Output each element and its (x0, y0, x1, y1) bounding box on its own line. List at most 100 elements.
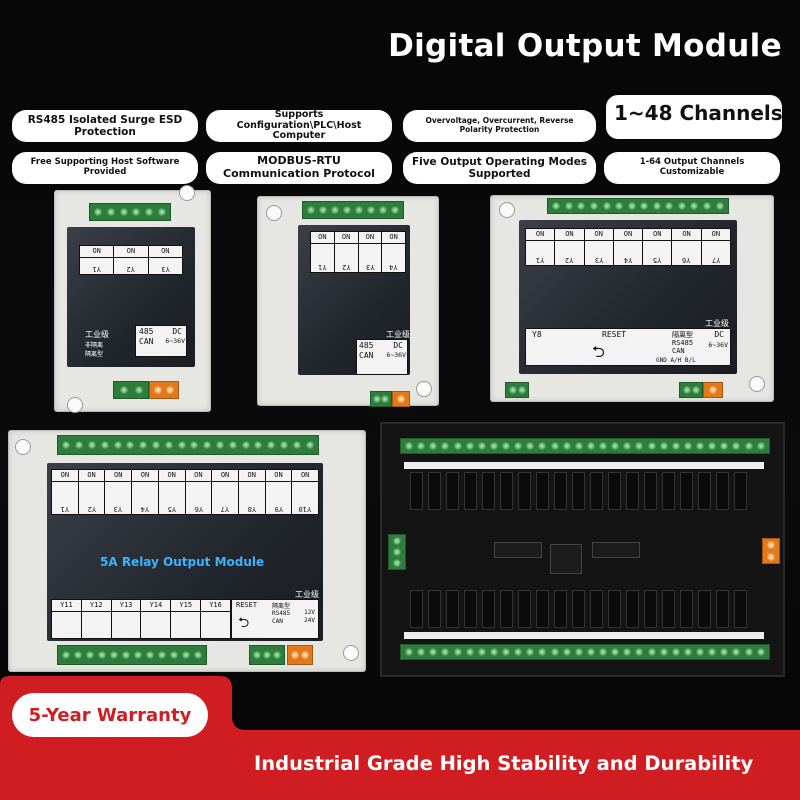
feature-pill-configuration: Supports Configuration\PLC\Host Computer (206, 109, 392, 142)
terminal-block (57, 645, 207, 665)
channel-cell: Y11 (52, 600, 82, 638)
relay (500, 590, 513, 628)
relay (698, 472, 711, 510)
relay (554, 472, 567, 510)
relay (536, 590, 549, 628)
relay (482, 472, 495, 510)
slogan: Industrial Grade High Stability and Dura… (254, 752, 754, 775)
channel-label-row-bottom: Y11 Y12 Y13 Y14 Y15 Y16 (51, 599, 231, 639)
mount-hole (67, 397, 83, 413)
relay (698, 590, 711, 628)
feature-pill-customizable: 1-64 Output Channels Customizable (604, 152, 780, 184)
relay (716, 590, 729, 628)
relay (446, 590, 459, 628)
reset-arrow-icon: ⮌ (238, 615, 250, 631)
relay (446, 472, 459, 510)
warranty-badge: 5-Year Warranty (12, 693, 208, 737)
grade-label: 工业级 (705, 319, 729, 328)
isolated-label: 隔离型 (85, 351, 104, 358)
relay (536, 472, 549, 510)
mount-hole (15, 439, 31, 455)
terminal-block (388, 534, 406, 570)
relay (716, 472, 729, 510)
relay (428, 590, 441, 628)
relay (680, 590, 693, 628)
relay (428, 472, 441, 510)
relay (410, 472, 423, 510)
relay (590, 590, 603, 628)
relay (464, 590, 477, 628)
relay (518, 590, 531, 628)
terminal-block (113, 381, 149, 399)
feature-pill-channels: 1~48 Channels (606, 95, 782, 139)
terminal-block (547, 198, 729, 214)
relay (464, 472, 477, 510)
feature-pill-protection: Overvoltage, Overcurrent, Reverse Polari… (403, 110, 596, 142)
info-box: 485 DC CAN 6~36V (356, 339, 408, 375)
channel-cell: Y16 (201, 600, 230, 638)
relay (554, 590, 567, 628)
relay (662, 472, 675, 510)
feature-pill-host-software: Free Supporting Host Software Provided (12, 152, 198, 184)
relay (572, 472, 585, 510)
info-box: 485 DC CAN 6~36V (135, 325, 187, 357)
relay (644, 590, 657, 628)
power-terminal (149, 381, 179, 399)
relay (482, 590, 495, 628)
mount-hole (749, 376, 765, 392)
info-box: Y8 RESET ⮌ 隔离型 DC RS485 CAN 6~36V GND A/… (525, 328, 731, 366)
relay (626, 472, 639, 510)
info-box: RESET ⮌ 隔离型 RS485 CAN 12V 24V (231, 599, 319, 639)
relay (734, 472, 747, 510)
grade-label: 工业级 (85, 330, 109, 339)
mount-hole (416, 381, 432, 397)
ic-chip (592, 542, 640, 558)
mount-hole (266, 205, 282, 221)
terminal-block (400, 644, 770, 660)
power-terminal (392, 391, 410, 407)
channel-cell: Y13 (111, 600, 142, 638)
feature-pill-output-modes: Five Output Operating Modes Supported (403, 152, 596, 184)
relay (410, 590, 423, 628)
grade-label: 工业级 (295, 590, 319, 599)
grade-label: 工业级 (386, 330, 410, 339)
terminal-block (400, 438, 770, 454)
non-isolated-label: 非隔离 (85, 342, 104, 349)
terminal-block (505, 382, 529, 398)
feature-pill-rs485: RS485 Isolated Surge ESD Protection (12, 110, 198, 142)
power-terminal (287, 645, 313, 665)
pcb-silkscreen (404, 632, 764, 639)
relay (626, 590, 639, 628)
terminal-block (89, 203, 171, 221)
relay (518, 472, 531, 510)
terminal-block (302, 201, 404, 219)
relay (734, 590, 747, 628)
ic-chip (494, 542, 542, 558)
relay (608, 590, 621, 628)
relay (680, 472, 693, 510)
relay (590, 472, 603, 510)
